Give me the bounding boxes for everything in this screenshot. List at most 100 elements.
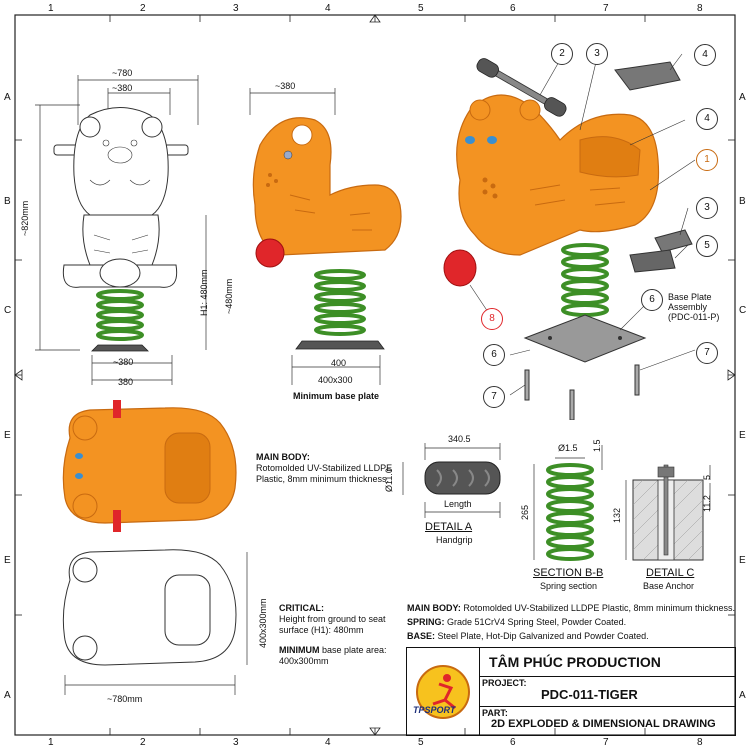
company-cell: TÂM PHÚC PRODUCTION <box>479 648 735 677</box>
part-value: 2D EXPLODED & DIMENSIONAL DRAWING <box>491 718 716 730</box>
part-label: PART: <box>482 708 508 718</box>
dim-top-depth: 400x300mm <box>258 598 268 648</box>
callout-1: 1 <box>696 149 718 171</box>
side-view <box>249 88 402 385</box>
note-critical-head: CRITICAL: <box>279 603 324 613</box>
dim-front-base: 380 <box>118 377 134 387</box>
front-view <box>35 75 207 385</box>
callout-6: 6 <box>641 289 663 311</box>
callout-7: 7 <box>696 342 718 364</box>
dim-side-width: ~380 <box>275 81 296 91</box>
note-minimum-head: MINIMUM <box>279 645 320 655</box>
tpsport-logo <box>416 665 470 719</box>
logo-cell: TPSPORT <box>407 648 480 735</box>
logo-text: TPSPORT <box>413 705 456 715</box>
top-view-color <box>62 400 237 532</box>
note-minimum-text: base plate area: 400x300mm <box>279 645 387 666</box>
grid-col-7: 7 <box>603 3 609 14</box>
detail-c-drawing <box>625 464 711 561</box>
grid-col-5: 5 <box>418 3 424 14</box>
grid-row-c-right: C <box>739 305 747 316</box>
callout-8: 8 <box>481 308 503 330</box>
callout-base-plate-label: Base Plate Assembly (PDC-011-P) <box>668 292 720 322</box>
detail-c-title: DETAIL C <box>646 567 695 579</box>
note-main-body-head: MAIN BODY: <box>256 452 310 462</box>
dim-top-width: ~780mm <box>107 694 143 704</box>
grid-row-e: E <box>4 430 11 441</box>
project-value: PDC-011-TIGER <box>541 687 638 702</box>
spec-spring-text: Grade 51CrV4 Spring Steel, Powder Coated… <box>447 617 627 627</box>
dim-grip-length: 340.5 <box>448 434 471 444</box>
dim-front-height: ~820mm <box>20 200 30 236</box>
detail-a-sub: Handgrip <box>436 535 473 545</box>
grid-col-1: 1 <box>48 3 54 14</box>
dim-grip-dia: Ø11.0 <box>384 468 394 492</box>
grid-col-4-bottom: 4 <box>325 737 331 748</box>
dim-side-base-area: 400x300 <box>318 375 353 385</box>
spec-main-body-text: Rotomolded UV-Stabilized LLDPE Plastic, … <box>463 603 735 613</box>
dim-spring-wire: Ø1.5 <box>558 443 578 453</box>
spec-base-head: BASE: <box>407 631 436 641</box>
grid-row-a2: A <box>4 690 11 701</box>
dim-anchor-top: 5 <box>702 474 712 480</box>
grid-row-a2-right: A <box>739 690 746 701</box>
grid-row-e2-right: E <box>739 555 746 566</box>
grid-row-e-right: E <box>739 430 746 441</box>
spec-base: BASE: Steel Plate, Hot-Dip Galvanized an… <box>407 631 737 642</box>
callout-2: 2 <box>551 43 573 65</box>
dim-anchor-depth: 132 <box>612 507 622 523</box>
dim-side-base: 400 <box>331 358 347 368</box>
grid-col-7-bottom: 7 <box>603 737 609 748</box>
grid-row-e2: E <box>4 555 11 566</box>
dim-front-h1b: ~480mm <box>224 278 234 314</box>
callout-7b: 7 <box>483 386 505 408</box>
exploded-view <box>443 53 696 420</box>
spec-spring-head: SPRING: <box>407 617 445 627</box>
grid-col-3-bottom: 3 <box>233 737 239 748</box>
note-critical: CRITICAL: Height from ground to seat sur… <box>279 603 399 636</box>
dim-spring-height: 265 <box>520 504 530 520</box>
grid-col-8: 8 <box>697 3 703 14</box>
grid-col-6-bottom: 6 <box>510 737 516 748</box>
top-view-outline <box>62 549 248 695</box>
section-bb-sub: Spring section <box>540 581 598 591</box>
section-bb-drawing <box>533 445 603 561</box>
callout-6b: 6 <box>483 344 505 366</box>
note-main-body: MAIN BODY: Rotomolded UV-Stabilized LLDP… <box>256 452 396 485</box>
grid-col-8-bottom: 8 <box>697 737 703 748</box>
grid-row-a-right: A <box>739 92 746 103</box>
company-name: TÂM PHÚC PRODUCTION <box>489 654 661 670</box>
spec-base-text: Steel Plate, Hot-Dip Galvanized and Powd… <box>437 631 649 641</box>
callout-4b: 4 <box>696 108 718 130</box>
grid-col-1-bottom: 1 <box>48 737 54 748</box>
dim-front-h1: H1: 480mm <box>199 269 209 316</box>
detail-c-sub: Base Anchor <box>643 581 695 591</box>
grid-row-b: B <box>4 196 11 207</box>
dim-anchor-mid: 11.2 <box>702 495 712 512</box>
grid-col-5-bottom: 5 <box>418 737 424 748</box>
grid-row-c: C <box>4 305 12 316</box>
note-main-body-text: Rotomolded UV-Stabilized LLDPE Plastic, … <box>256 463 393 484</box>
grid-col-4: 4 <box>325 3 331 14</box>
dim-front-width-inner: ~380 <box>112 83 133 93</box>
dim-spring-top: 1.5 <box>592 439 602 452</box>
spec-spring: SPRING: Grade 51CrV4 Spring Steel, Powde… <box>407 617 737 628</box>
dim-front-base-inner: ~380 <box>113 357 134 367</box>
callout-3: 3 <box>586 43 608 65</box>
grid-col-6: 6 <box>510 3 516 14</box>
title-block: TPSPORT TÂM PHÚC PRODUCTION PROJECT: PDC… <box>406 647 736 736</box>
grid-col-3: 3 <box>233 3 239 14</box>
section-bb-title: SECTION B-B <box>533 567 604 579</box>
callout-5: 5 <box>696 235 718 257</box>
callout-4: 4 <box>694 44 716 66</box>
note-minimum: MINIMUM base plate area: 400x300mm <box>279 645 399 667</box>
callout-3b: 3 <box>696 197 718 219</box>
project-cell: PROJECT: PDC-011-TIGER <box>479 676 735 707</box>
spec-main-body: MAIN BODY: Rotomolded UV-Stabilized LLDP… <box>407 603 737 614</box>
detail-a-title: DETAIL A <box>425 521 473 533</box>
dim-side-min-base: Minimum base plate <box>293 391 380 401</box>
part-cell: PART: 2D EXPLODED & DIMENSIONAL DRAWING <box>479 706 735 735</box>
grid-col-2-bottom: 2 <box>140 737 146 748</box>
grid-col-2: 2 <box>140 3 146 14</box>
